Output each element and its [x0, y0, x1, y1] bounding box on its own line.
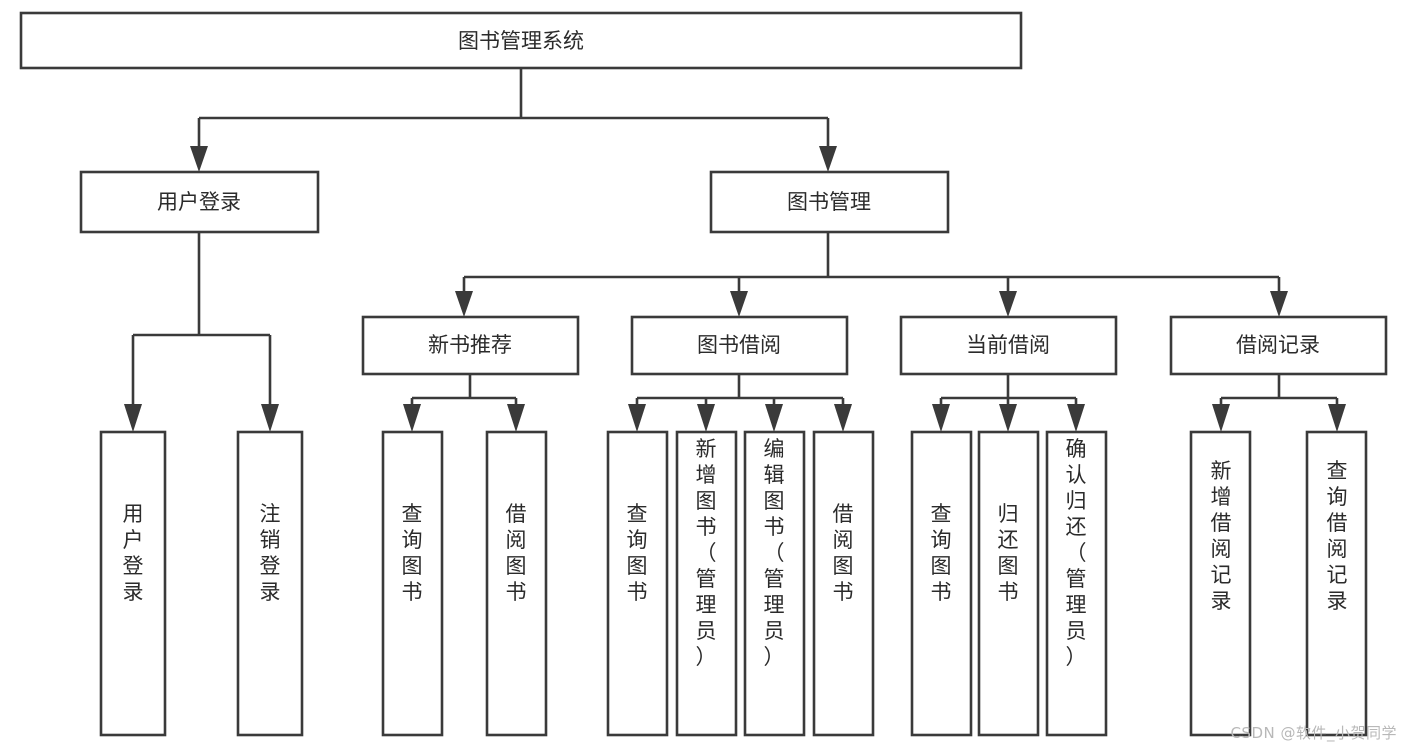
node-leaf4-label: 借阅图书 — [506, 502, 527, 604]
arrow-to-leaf13 — [1328, 404, 1346, 432]
node-current-label: 当前借阅 — [966, 333, 1050, 357]
arrow-to-leaf12 — [1212, 404, 1230, 432]
node-leaf10-label: 归还图书 — [998, 502, 1019, 604]
node-leaf3[interactable]: 查询图书 — [381, 430, 444, 737]
arrow-to-leaf6 — [697, 404, 715, 432]
node-leaf5-box[interactable] — [606, 430, 669, 737]
node-leaf7[interactable]: 编辑图书（管理员） — [743, 430, 806, 737]
node-leaf13-box[interactable] — [1305, 430, 1368, 737]
node-leaf10-box[interactable] — [977, 430, 1040, 737]
node-leaf4[interactable]: 借阅图书 — [485, 430, 548, 737]
node-leaf3-label: 查询图书 — [402, 502, 423, 604]
node-leaf9-label: 查询图书 — [931, 502, 952, 604]
node-leaf12-label: 新增借阅记录 — [1211, 459, 1232, 613]
node-leaf11-label: 确认归还（管理员） — [1066, 437, 1087, 669]
node-leaf1[interactable]: 用户登录 — [99, 430, 167, 737]
node-newbook-box[interactable] — [361, 315, 580, 376]
arrow-to-current — [999, 291, 1017, 317]
node-borrow-label: 图书借阅 — [697, 333, 781, 357]
arrow-to-borrow — [730, 291, 748, 317]
node-leaf6-label: 新增图书（管理员） — [696, 437, 717, 669]
node-newbook[interactable]: 新书推荐 — [361, 315, 580, 376]
node-current[interactable]: 当前借阅 — [899, 315, 1118, 376]
node-leaf7-label: 编辑图书（管理员） — [764, 437, 785, 669]
arrow-to-leaf9 — [932, 404, 950, 432]
node-leaf6-box[interactable] — [675, 430, 738, 737]
node-leaf2-box[interactable] — [236, 430, 304, 737]
node-bookmgmt-box[interactable] — [709, 170, 950, 234]
node-leaf1-box[interactable] — [99, 430, 167, 737]
node-leaf8[interactable]: 借阅图书 — [812, 430, 875, 737]
node-leaf11[interactable]: 确认归还（管理员） — [1045, 430, 1108, 737]
arrow-to-leaf11 — [1067, 404, 1085, 432]
arrow-to-bookmgmt — [819, 146, 837, 172]
arrow-to-leaf1 — [124, 404, 142, 432]
node-leaf13[interactable]: 查询借阅记录 — [1305, 430, 1368, 737]
node-bookmgmt[interactable]: 图书管理 — [709, 170, 950, 234]
node-leaf2-label: 注销登录 — [260, 502, 281, 604]
node-leaf11-box[interactable] — [1045, 430, 1108, 737]
node-leaf4-box[interactable] — [485, 430, 548, 737]
node-records[interactable]: 借阅记录 — [1169, 315, 1388, 376]
arrow-to-leaf8 — [834, 404, 852, 432]
node-root-box[interactable] — [19, 11, 1023, 70]
arrow-to-leaf4 — [507, 404, 525, 432]
node-leaf8-box[interactable] — [812, 430, 875, 737]
node-leaf8-label: 借阅图书 — [833, 502, 854, 604]
node-leaf6[interactable]: 新增图书（管理员） — [675, 430, 738, 737]
node-leaf9[interactable]: 查询图书 — [910, 430, 973, 737]
node-login[interactable]: 用户登录 — [79, 170, 320, 234]
node-leaf7-box[interactable] — [743, 430, 806, 737]
node-leaf13-label: 查询借阅记录 — [1327, 459, 1348, 613]
node-borrow[interactable]: 图书借阅 — [630, 315, 849, 376]
node-root-label: 图书管理系统 — [458, 29, 584, 53]
node-leaf2[interactable]: 注销登录 — [236, 430, 304, 737]
arrow-to-newbook — [455, 291, 473, 317]
node-leaf1-label: 用户登录 — [123, 502, 144, 604]
arrow-to-leaf2 — [261, 404, 279, 432]
node-bookmgmt-label: 图书管理 — [787, 190, 871, 214]
arrow-to-leaf5 — [628, 404, 646, 432]
arrow-to-login — [190, 146, 208, 172]
node-root[interactable]: 图书管理系统 — [19, 11, 1023, 70]
arrow-to-leaf10 — [999, 404, 1017, 432]
node-login-label: 用户登录 — [157, 190, 241, 214]
arrowheads-layer — [124, 146, 1346, 432]
node-leaf10[interactable]: 归还图书 — [977, 430, 1040, 737]
node-leaf12[interactable]: 新增借阅记录 — [1189, 430, 1252, 737]
arrow-to-leaf7 — [765, 404, 783, 432]
node-leaf3-box[interactable] — [381, 430, 444, 737]
node-leaf5[interactable]: 查询图书 — [606, 430, 669, 737]
node-records-box[interactable] — [1169, 315, 1388, 376]
node-login-box[interactable] — [79, 170, 320, 234]
node-leaf9-box[interactable] — [910, 430, 973, 737]
node-leaf5-label: 查询图书 — [627, 502, 648, 604]
arrow-to-leaf3 — [403, 404, 421, 432]
node-records-label: 借阅记录 — [1236, 333, 1320, 357]
arrow-to-records — [1270, 291, 1288, 317]
node-borrow-box[interactable] — [630, 315, 849, 376]
node-leaf12-box[interactable] — [1189, 430, 1252, 737]
node-newbook-label: 新书推荐 — [428, 333, 512, 357]
node-current-box[interactable] — [899, 315, 1118, 376]
